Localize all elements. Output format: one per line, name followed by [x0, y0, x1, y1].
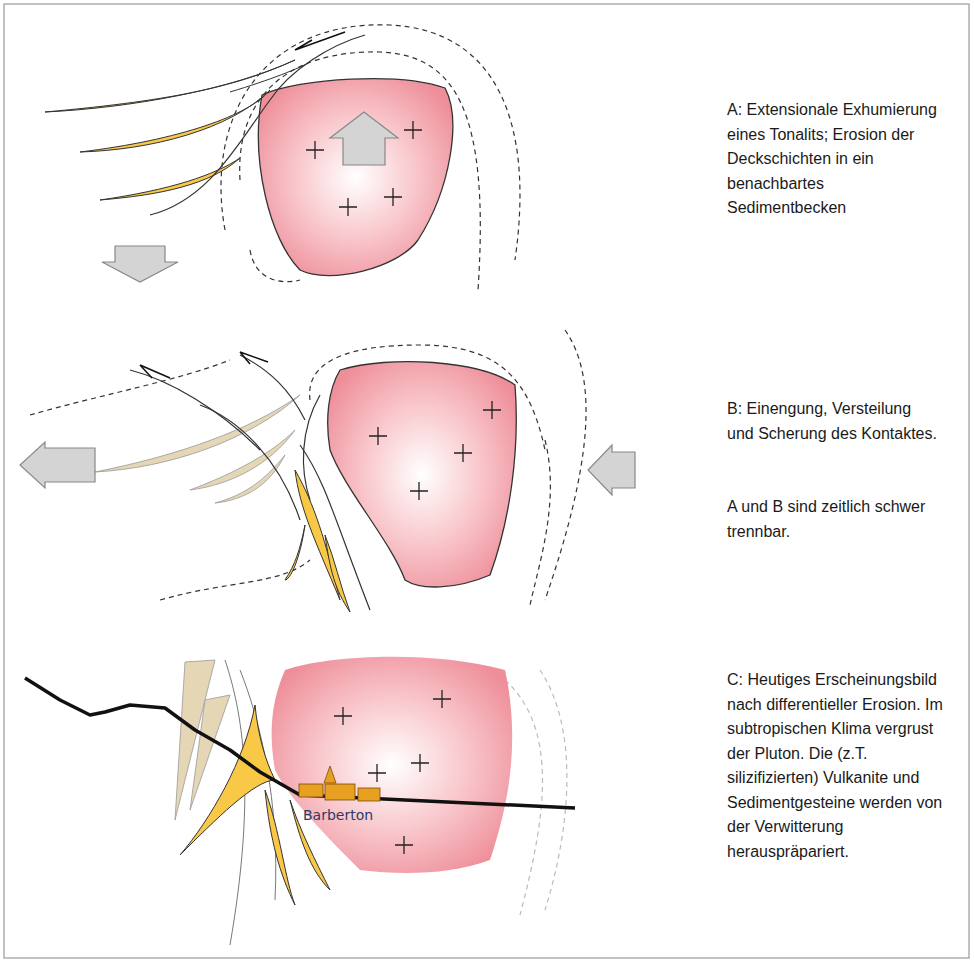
- cross-symbol: [369, 427, 387, 445]
- cross-symbol: [368, 764, 386, 782]
- cross-symbol: [411, 754, 429, 772]
- cross-symbol: [334, 707, 352, 725]
- cross-symbol: [395, 836, 413, 854]
- cross-symbol: [433, 690, 451, 708]
- cross-symbol: [454, 444, 472, 462]
- caption-text: A: Extensionale Exhumierung eines Tonali…: [727, 98, 937, 221]
- cross-symbol: [410, 482, 428, 500]
- panel-c: [25, 657, 575, 945]
- cross-symbol: [404, 121, 422, 139]
- caption-text: A und B sind zeitlich schwer trennbar.: [727, 495, 937, 544]
- cross-symbol: [384, 188, 402, 206]
- cross-symbol: [483, 401, 501, 419]
- panel-b: [20, 330, 635, 612]
- panel-a: [45, 25, 520, 290]
- caption-text: B: Einengung, Versteilung und Scherung d…: [727, 397, 937, 446]
- cross-symbol: [339, 198, 357, 216]
- town-label: Barberton: [303, 807, 373, 823]
- cross-symbol: [306, 141, 324, 159]
- frame: [4, 4, 969, 958]
- cross-symbols: [306, 121, 501, 854]
- caption-text: C: Heutiges Erscheinungsbild nach differ…: [727, 668, 952, 864]
